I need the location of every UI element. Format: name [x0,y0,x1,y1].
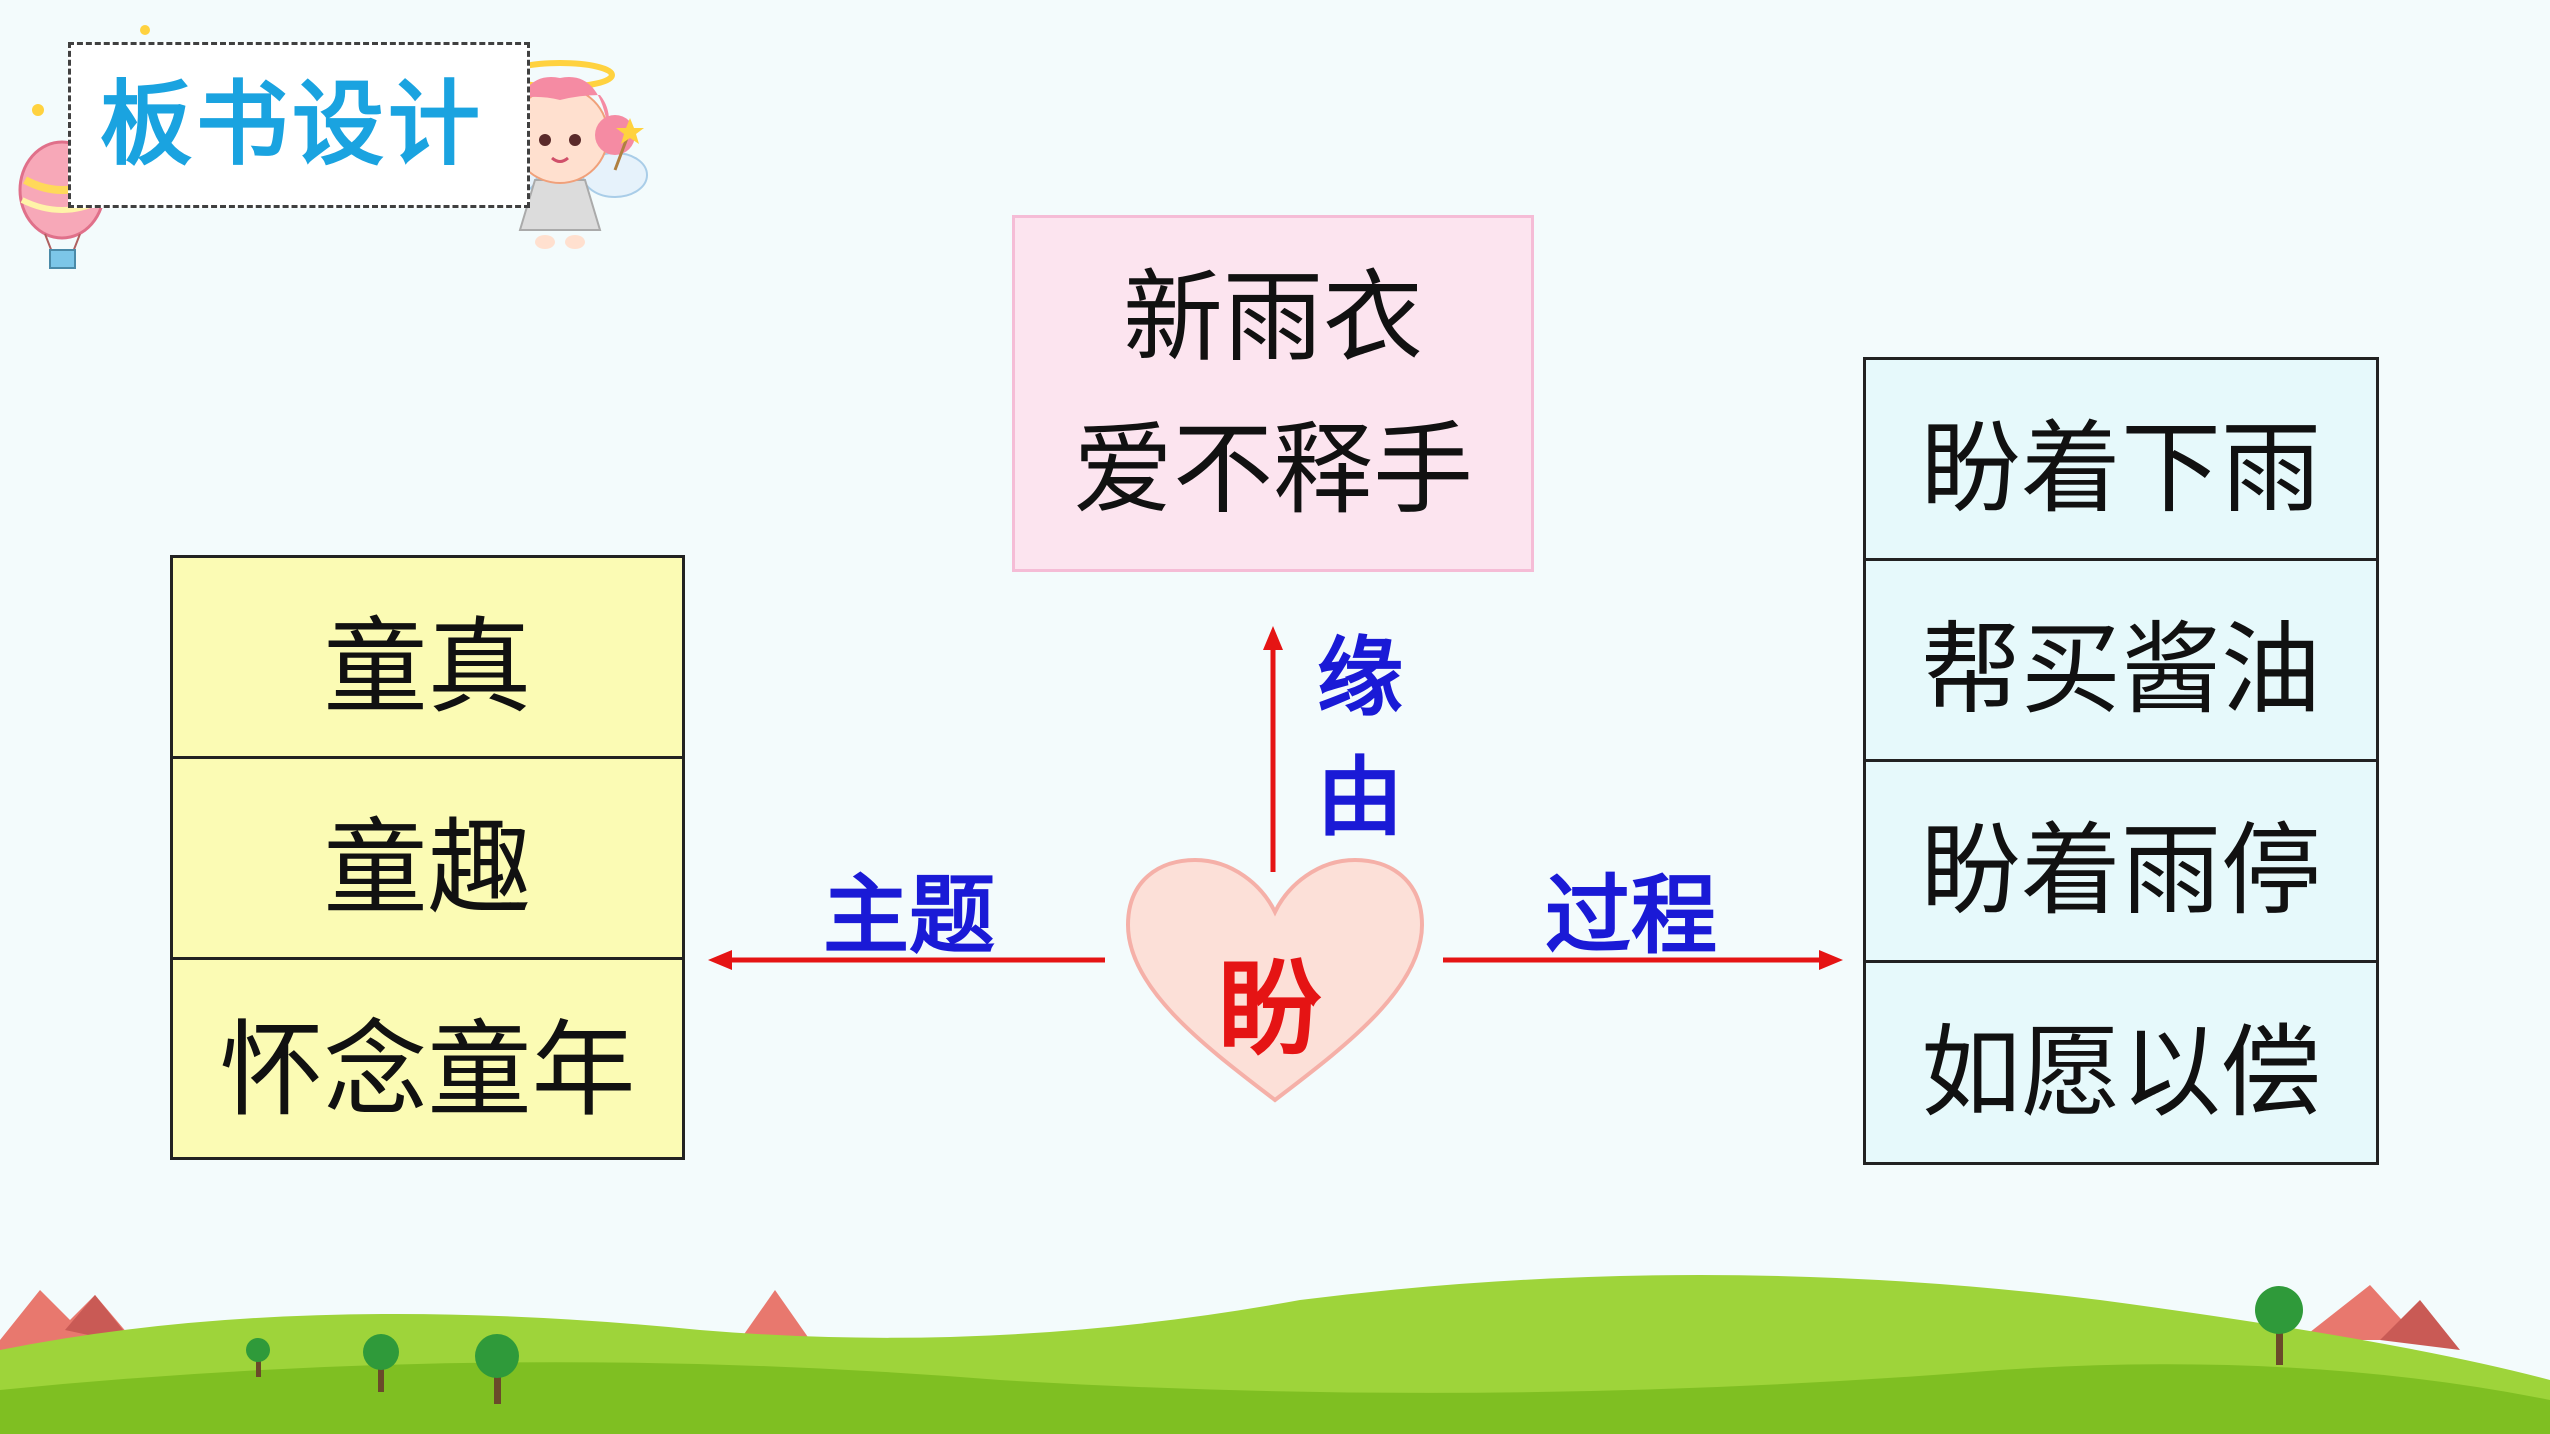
theme-label: 主题 [823,865,995,966]
process-label: 过程 [1545,865,1717,966]
theme-item: 童趣 [173,759,682,960]
reason-label: 缘 由 [1310,618,1410,858]
tree-icon [246,1338,270,1377]
page-title: 板书设计 [100,71,485,178]
reason-line: 爱不释手 [1073,410,1473,528]
tree-icon [363,1334,399,1392]
reason-label-char: 缘 [1317,627,1403,728]
tree-icon [475,1334,519,1404]
tree-icon [2255,1286,2303,1365]
title-badge [68,42,530,208]
reason-label-char: 由 [1317,747,1403,848]
theme-item: 怀念童年 [219,1009,636,1131]
process-item: 帮买酱油 [1866,561,2376,762]
process-item: 如愿以偿 [1921,1014,2321,1131]
footer-landscape [0,1275,2550,1434]
arrow-to-process [1443,950,1843,970]
process-item: 盼着雨停 [1866,762,2376,963]
reason-box: 新雨衣 爱不释手 [1012,215,1534,572]
arrow-to-theme [708,950,1105,970]
center-word: 盼 [1217,947,1322,1070]
heart-shape [1125,857,1425,1103]
theme-item: 童真 [173,558,682,759]
reason-line: 新雨衣 [1123,258,1423,376]
process-box: 盼着下雨 帮买酱油 盼着雨停 如愿以偿 [1863,357,2379,1165]
theme-box: 童真 童趣 怀念童年 [170,555,685,1160]
arrow-to-reason [1263,626,1283,872]
process-item: 盼着下雨 [1866,360,2376,561]
